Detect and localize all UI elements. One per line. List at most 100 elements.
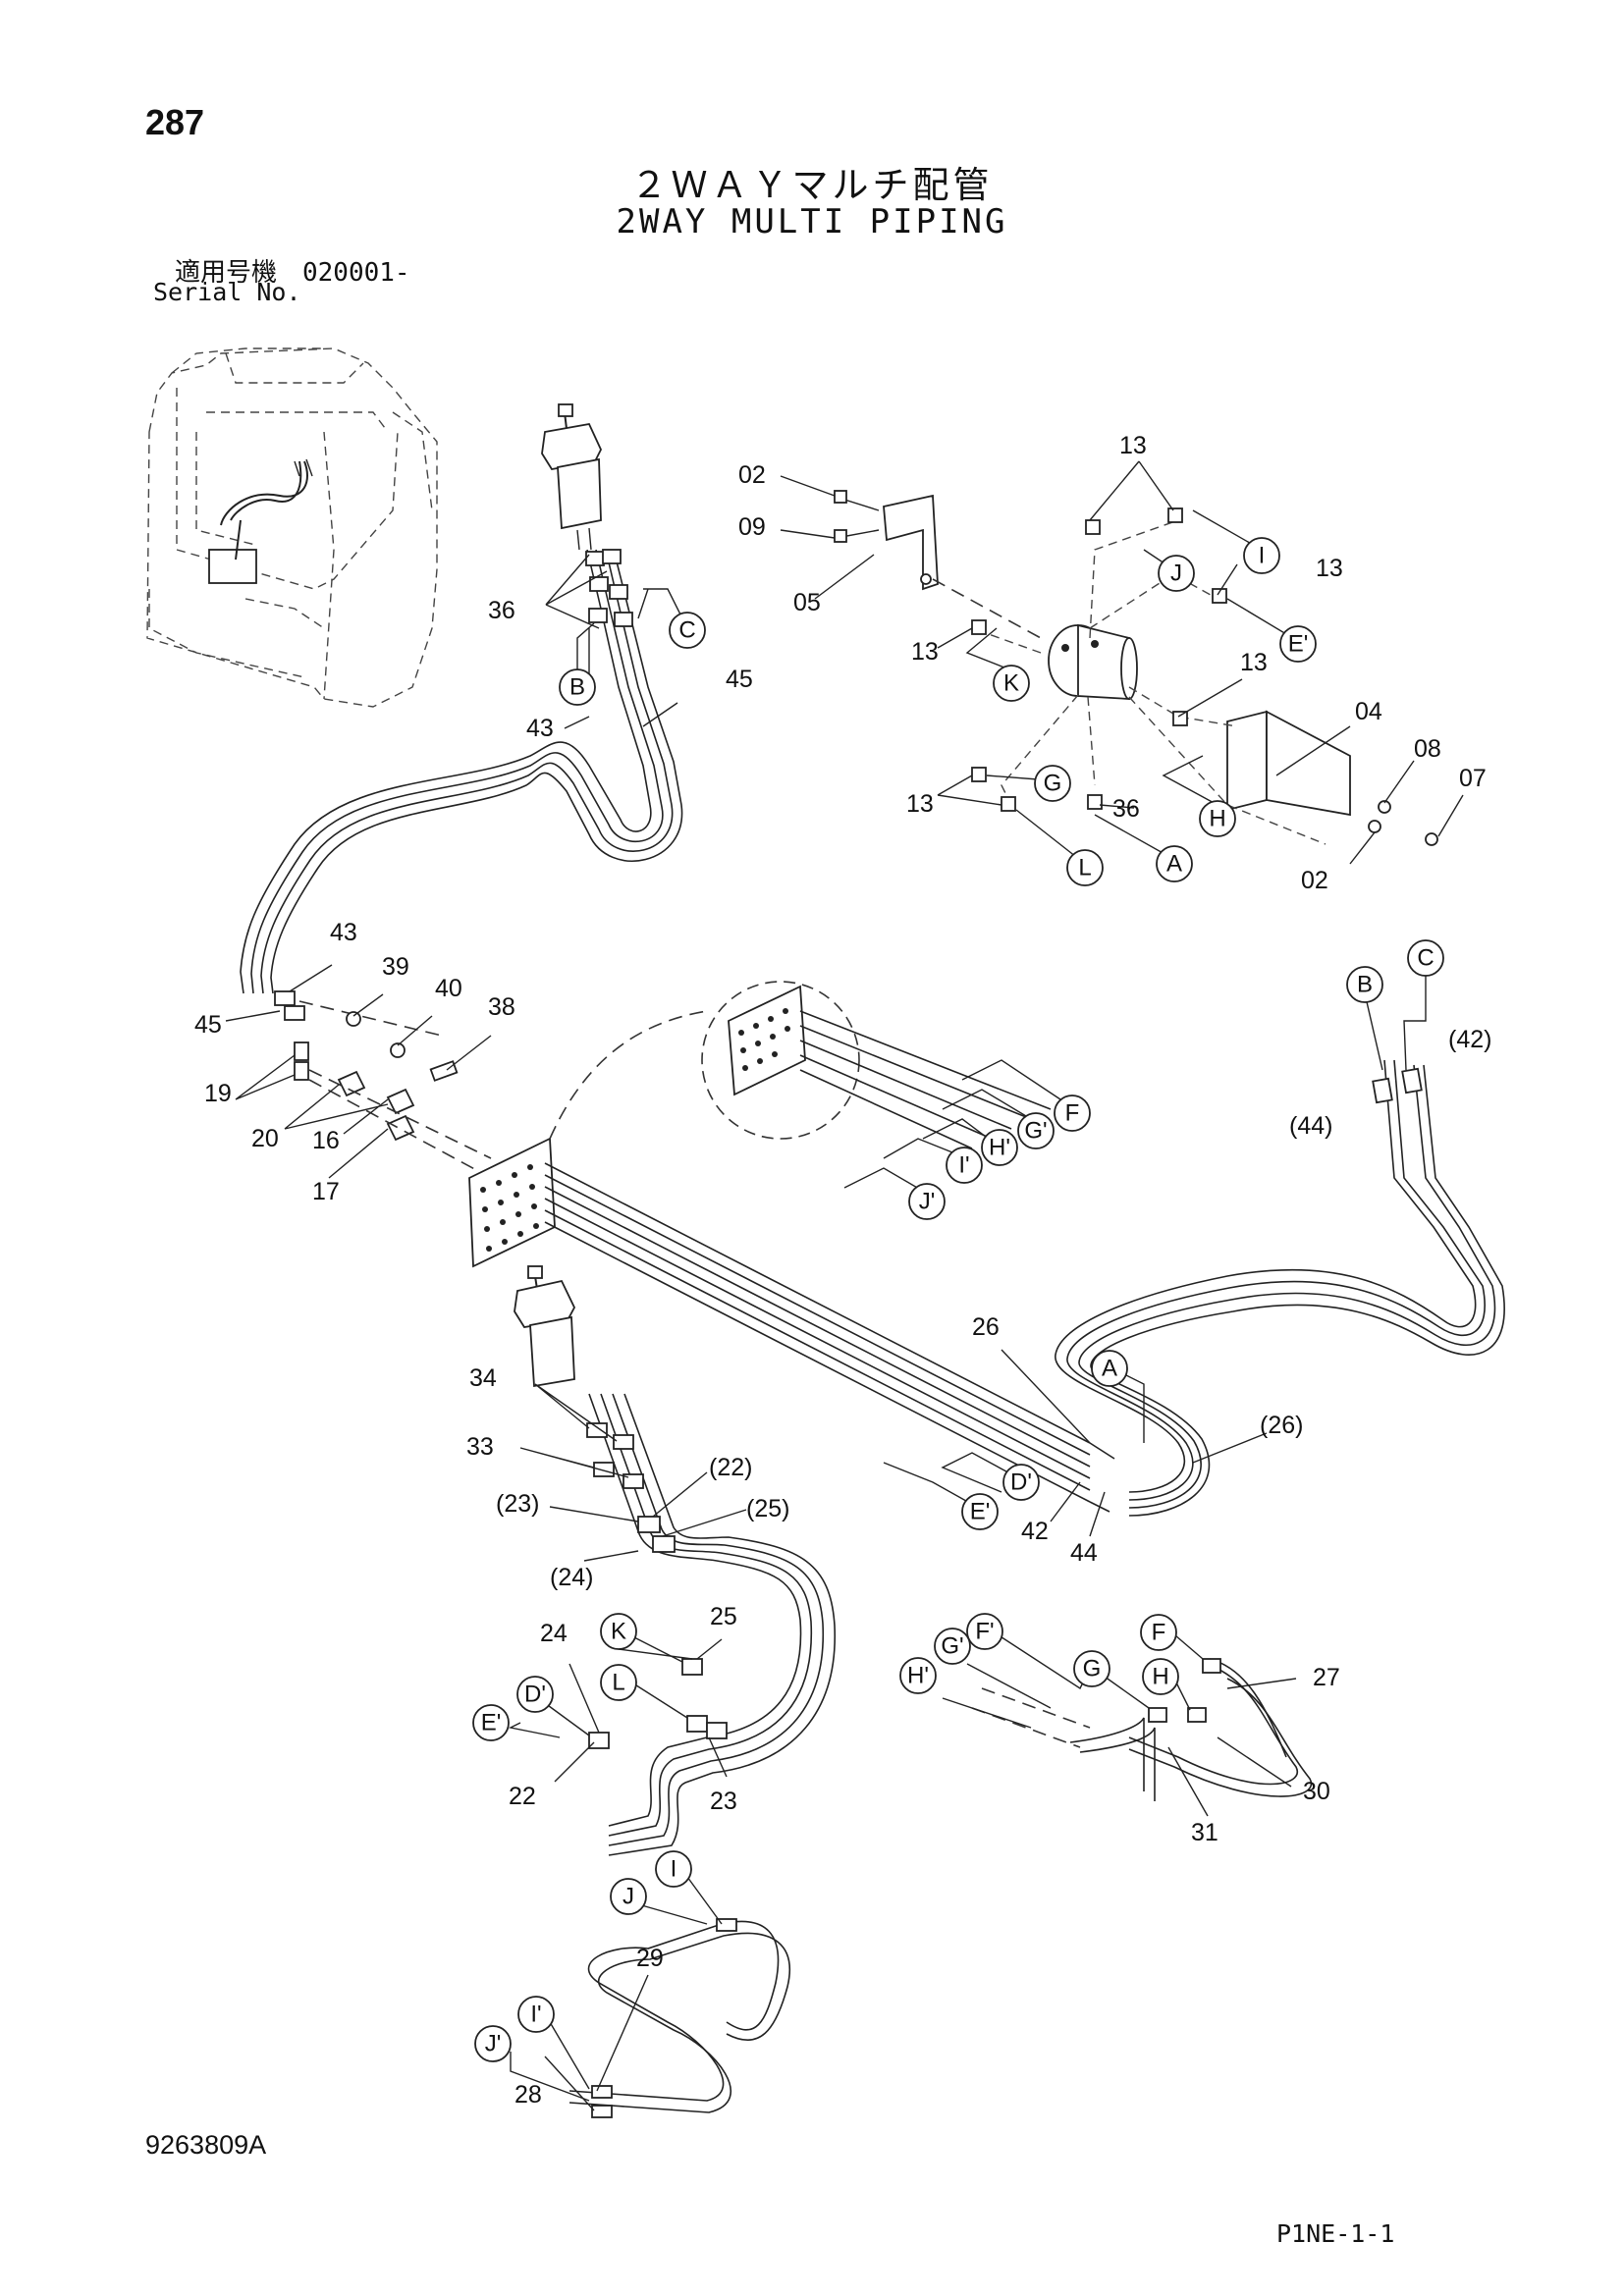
svg-text:C: C bbox=[1417, 945, 1434, 972]
svg-text:J: J bbox=[623, 1884, 634, 1910]
svg-text:H': H' bbox=[989, 1135, 1010, 1161]
part-number: 42 bbox=[1021, 1518, 1049, 1545]
part-number: 07 bbox=[1459, 765, 1487, 792]
bubble-d-prime-lower: D' bbox=[516, 1676, 554, 1713]
part-number: 28 bbox=[514, 2081, 542, 2109]
svg-text:G': G' bbox=[1024, 1118, 1047, 1145]
part-number: 43 bbox=[330, 919, 357, 946]
part-number: 04 bbox=[1355, 698, 1382, 725]
svg-text:C: C bbox=[678, 617, 695, 644]
part-number: 16 bbox=[312, 1127, 340, 1154]
bubble-l-lower: L bbox=[600, 1664, 637, 1701]
bubble-k-lower: K bbox=[600, 1613, 637, 1650]
bubble-e-prime: E' bbox=[961, 1493, 999, 1530]
part-number: (44) bbox=[1289, 1112, 1332, 1140]
bubble-i-prime-bottom: I' bbox=[517, 1996, 555, 2033]
svg-text:L: L bbox=[1078, 855, 1091, 881]
page-code: P1NE-1-1 bbox=[1276, 2219, 1395, 2248]
part-number: (26) bbox=[1260, 1412, 1303, 1439]
part-number: 22 bbox=[509, 1783, 536, 1810]
svg-text:K: K bbox=[611, 1619, 626, 1645]
svg-text:E': E' bbox=[481, 1710, 502, 1736]
title-english: 2WAY MULTI PIPING bbox=[616, 202, 1008, 241]
svg-text:H: H bbox=[1152, 1664, 1168, 1690]
part-number: 02 bbox=[1301, 867, 1328, 894]
svg-text:J': J' bbox=[485, 2031, 502, 2057]
svg-text:J': J' bbox=[919, 1189, 936, 1215]
part-number: 44 bbox=[1070, 1539, 1098, 1567]
svg-text:F: F bbox=[1065, 1100, 1080, 1127]
bubble-i-prime: I' bbox=[946, 1147, 983, 1184]
svg-text:A: A bbox=[1102, 1356, 1117, 1382]
bubble-f-prime: F bbox=[1054, 1095, 1091, 1132]
serial-label-english: Serial No. bbox=[153, 278, 301, 306]
valve-assembly bbox=[834, 490, 1438, 846]
bubble-c: C bbox=[669, 612, 706, 649]
bubble-f: E' bbox=[1279, 625, 1317, 663]
long-pipes bbox=[544, 1162, 1115, 1513]
svg-text:I': I' bbox=[958, 1152, 969, 1179]
svg-text:D': D' bbox=[524, 1682, 546, 1708]
title-japanese: ２ＷＡＹマルチ配管 bbox=[630, 164, 994, 206]
svg-text:K: K bbox=[1003, 670, 1019, 697]
upper-control-valve bbox=[541, 403, 602, 551]
part-number: 36 bbox=[1112, 795, 1140, 823]
svg-text:I: I bbox=[1259, 543, 1266, 569]
svg-text:D': D' bbox=[1010, 1469, 1032, 1496]
bubble-g-prime-lower: G' bbox=[934, 1628, 971, 1665]
right-hose-loop bbox=[1055, 1059, 1505, 1517]
detail-zoom-circle bbox=[701, 981, 1052, 1149]
part-number: 30 bbox=[1303, 1778, 1330, 1805]
bubble-i: I bbox=[1243, 537, 1280, 574]
upper-hose-bundle bbox=[240, 549, 683, 994]
part-number: 17 bbox=[312, 1178, 340, 1205]
connection-bubbles: C B J I E' K G H A L B C F G' H' I' J' A… bbox=[472, 537, 1444, 2062]
part-number: 45 bbox=[194, 1011, 222, 1039]
bubble-h: H bbox=[1199, 800, 1236, 837]
svg-text:F': F' bbox=[975, 1619, 994, 1645]
bubble-j: J bbox=[1158, 555, 1195, 592]
bubble-c-right: C bbox=[1407, 939, 1444, 977]
bubble-g-lower: G bbox=[1073, 1650, 1110, 1687]
serial-label-japanese: 適用号機 020001- bbox=[175, 258, 410, 288]
bubble-h-lower: H bbox=[1142, 1658, 1179, 1695]
part-number: 13 bbox=[906, 790, 934, 818]
bubble-h-prime: H' bbox=[981, 1129, 1018, 1166]
part-number: 09 bbox=[738, 513, 766, 541]
bubble-j-prime-bottom: J' bbox=[474, 2025, 512, 2062]
svg-text:I: I bbox=[671, 1856, 677, 1883]
part-number: 29 bbox=[636, 1945, 664, 1972]
part-number: 02 bbox=[738, 461, 766, 489]
svg-text:H': H' bbox=[907, 1663, 929, 1689]
part-number: (24) bbox=[550, 1564, 593, 1591]
part-number: 27 bbox=[1313, 1664, 1340, 1691]
part-number: 40 bbox=[435, 975, 462, 1002]
bubble-g-prime: G' bbox=[1017, 1112, 1055, 1149]
bubble-b: B bbox=[559, 668, 596, 706]
svg-text:F: F bbox=[1152, 1620, 1166, 1646]
bubble-d-prime: D' bbox=[1002, 1464, 1040, 1501]
svg-text:H: H bbox=[1209, 806, 1225, 832]
part-number: (22) bbox=[709, 1454, 752, 1481]
part-number: 34 bbox=[469, 1364, 497, 1392]
bubble-h-prime-lower: H' bbox=[899, 1657, 937, 1694]
machine-cab-outline bbox=[146, 347, 438, 708]
svg-text:E': E' bbox=[1288, 631, 1309, 658]
svg-text:B: B bbox=[1357, 972, 1373, 998]
leader-lines bbox=[225, 460, 1464, 2111]
part-number: (25) bbox=[746, 1495, 789, 1522]
part-number: 36 bbox=[488, 597, 515, 624]
bubble-l: L bbox=[1066, 849, 1104, 886]
lower-right-hoses bbox=[971, 1658, 1313, 1801]
document-number: 9263809A bbox=[145, 2130, 267, 2160]
bubble-g: G bbox=[1034, 765, 1071, 802]
bubble-a: A bbox=[1156, 845, 1193, 882]
bubble-e-prime-lower: E' bbox=[472, 1704, 510, 1741]
lower-control-valve bbox=[514, 1265, 836, 1856]
svg-text:L: L bbox=[612, 1670, 624, 1696]
page-number: 287 bbox=[145, 102, 205, 142]
part-number: (42) bbox=[1448, 1026, 1491, 1053]
part-number: 31 bbox=[1191, 1819, 1218, 1846]
part-number: 24 bbox=[540, 1620, 568, 1647]
bubble-j-bottom: J bbox=[610, 1878, 647, 1915]
